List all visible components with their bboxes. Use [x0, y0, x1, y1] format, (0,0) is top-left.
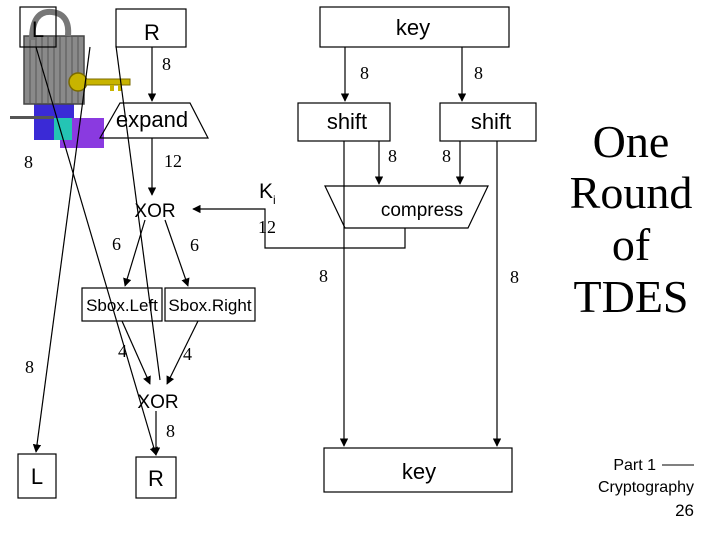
width-xor-bottom-out: 8: [166, 421, 175, 441]
width-compress-right-out: 8: [510, 267, 519, 287]
r-bottom-label: R: [148, 466, 164, 491]
width-xor-left-out: 6: [112, 234, 121, 254]
shift-left-label: shift: [327, 109, 367, 134]
sbox-right-label: Sbox.Right: [168, 296, 251, 315]
xor-bottom-label: XOR: [137, 392, 178, 413]
r-top-label: R: [144, 20, 160, 45]
footer-part: Part 1: [613, 457, 656, 474]
title-line-2: Round: [570, 167, 693, 218]
wire-r-down: [115, 45, 161, 381]
xor-top-label: XOR: [134, 201, 175, 222]
width-sbox-left-out: 4: [118, 341, 127, 361]
shift-left-box: shift: [297, 102, 391, 142]
expand-label: expand: [116, 107, 188, 132]
width-shift-right-out: 8: [442, 146, 451, 166]
slide-title: One Round of TDES: [570, 116, 693, 322]
ki-subscript: i: [273, 193, 276, 207]
width-sbox-right-out: 4: [183, 344, 192, 364]
sbox-right-box: Sbox.Right: [164, 287, 256, 322]
width-l-side-lower: 8: [25, 357, 34, 377]
arrow-xor-to-sbox-left: [123, 219, 146, 287]
arrow-xor-to-sbox-right: [164, 219, 190, 287]
arrow-compress-to-xor: [192, 204, 406, 249]
l-bottom-label: L: [31, 464, 43, 489]
ki-main: K: [259, 180, 273, 203]
l-bottom-box: L: [17, 453, 57, 499]
key-top-box: key: [319, 6, 510, 48]
r-top-box: R: [115, 8, 187, 48]
sbox-left-label: Sbox.Left: [86, 296, 158, 315]
width-key-right: 8: [474, 63, 483, 83]
footer-page-number: 26: [675, 501, 694, 520]
width-r-out: 8: [162, 54, 171, 74]
width-expand-out: 12: [164, 151, 182, 171]
key-bottom-label: key: [402, 459, 436, 484]
lock-key-clipart-icon: [10, 8, 131, 148]
compress-box: compress: [324, 185, 489, 229]
width-xor-right-out: 6: [190, 235, 199, 255]
width-key-ki: 12: [258, 217, 276, 237]
title-line-3: of: [612, 219, 651, 270]
key-bottom-box: key: [323, 447, 513, 493]
shift-right-box: shift: [439, 102, 537, 142]
width-shift-left-out: 8: [388, 146, 397, 166]
width-key-left: 8: [360, 63, 369, 83]
slide-footer: Part 1 Cryptography 26: [598, 457, 694, 520]
compress-label: compress: [381, 200, 463, 221]
key-top-label: key: [396, 15, 430, 40]
shift-right-label: shift: [471, 109, 511, 134]
wires: [32, 45, 502, 456]
arrow-sbox-right-to-xor: [166, 320, 199, 385]
ki-label: K i: [259, 180, 276, 207]
title-line-1: One: [593, 116, 670, 167]
arrow-sbox-left-to-xor: [121, 320, 151, 385]
r-bottom-box: R: [135, 456, 177, 499]
l-top-label: L: [32, 17, 44, 42]
arrow-r-to-l-bottom: [32, 46, 91, 453]
width-labels: 8 8 8 8 12 8 8 12 6 6 8 8 4 4 8 8: [24, 54, 519, 441]
title-line-4: TDES: [574, 271, 689, 322]
arrow-l-to-r-bottom: [35, 46, 158, 456]
width-l-side: 8: [24, 152, 33, 172]
expand-box: expand: [98, 102, 209, 139]
footer-course: Cryptography: [598, 479, 694, 496]
l-top-box: L: [19, 6, 57, 48]
width-compress-left-out: 8: [319, 266, 328, 286]
